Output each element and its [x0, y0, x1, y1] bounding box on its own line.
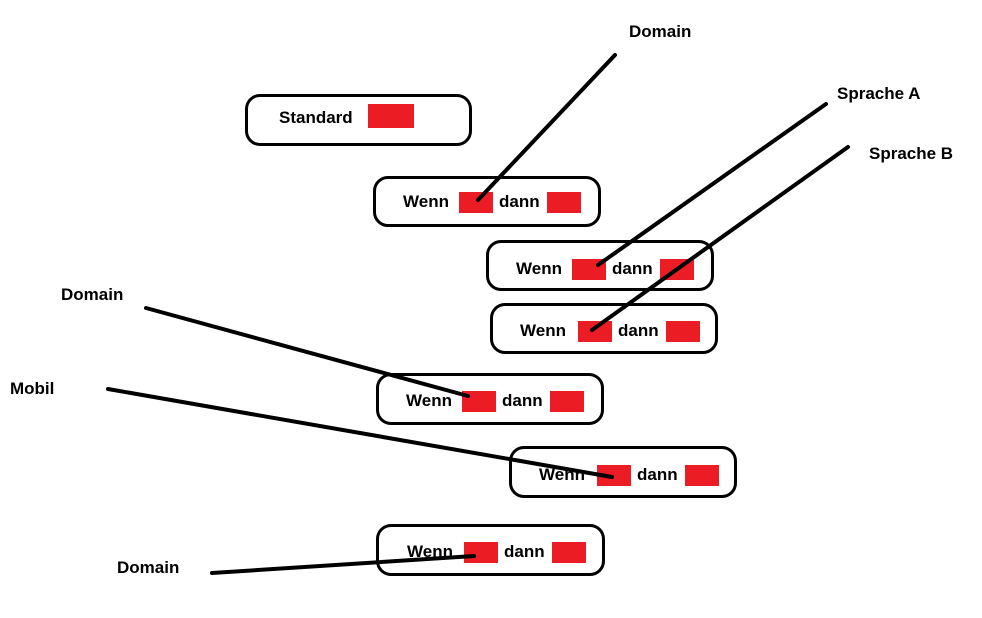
rule-3-if-label: Wenn: [520, 321, 566, 340]
connector-sprache-a: [596, 102, 828, 267]
rule-2-if-label: Wenn: [516, 259, 562, 278]
rule-1-then-label: dann: [499, 192, 540, 211]
rule-6-then-label: dann: [504, 542, 545, 561]
connector-sprache-b: [590, 145, 850, 332]
standard-value-slot: [368, 104, 414, 128]
rule-1-condition-slot: [459, 192, 493, 213]
label-domain-mid: Domain: [61, 285, 124, 304]
label-domain-top: Domain: [629, 22, 692, 41]
rule-4-condition-slot: [462, 391, 496, 412]
rule-5-condition-slot: [597, 465, 631, 486]
connector-domain-top: [476, 53, 617, 202]
rule-3-then-label: dann: [618, 321, 659, 340]
rule-6-if-label: Wenn: [407, 542, 453, 561]
rule-box-6: Wenn dann: [376, 524, 605, 576]
rule-3-condition-slot: [578, 321, 612, 342]
rule-5-result-slot: [685, 465, 719, 486]
standard-label: Standard: [279, 108, 353, 127]
connector-mobil: [106, 387, 614, 479]
rule-3-result-slot: [666, 321, 700, 342]
rule-box-1: Wenn dann: [373, 176, 601, 227]
label-domain-bottom: Domain: [117, 558, 180, 577]
rule-4-then-label: dann: [502, 391, 543, 410]
rule-6-result-slot: [552, 542, 586, 563]
rule-4-result-slot: [550, 391, 584, 412]
rule-1-result-slot: [547, 192, 581, 213]
rule-box-3: Wenn dann: [490, 303, 718, 354]
label-mobil: Mobil: [10, 379, 55, 398]
connector-domain-bottom: [210, 554, 476, 575]
rule-1-if-label: Wenn: [403, 192, 449, 211]
label-sprache-b: Sprache B: [869, 144, 954, 163]
connector-domain-mid: [144, 306, 470, 398]
rule-2-then-label: dann: [612, 259, 653, 278]
label-sprache-a: Sprache A: [837, 84, 921, 103]
rule-4-if-label: Wenn: [406, 391, 452, 410]
standard-rule-box: Standard: [245, 94, 472, 146]
rule-box-5: Wenn dann: [509, 446, 737, 498]
rule-5-then-label: dann: [637, 465, 678, 484]
